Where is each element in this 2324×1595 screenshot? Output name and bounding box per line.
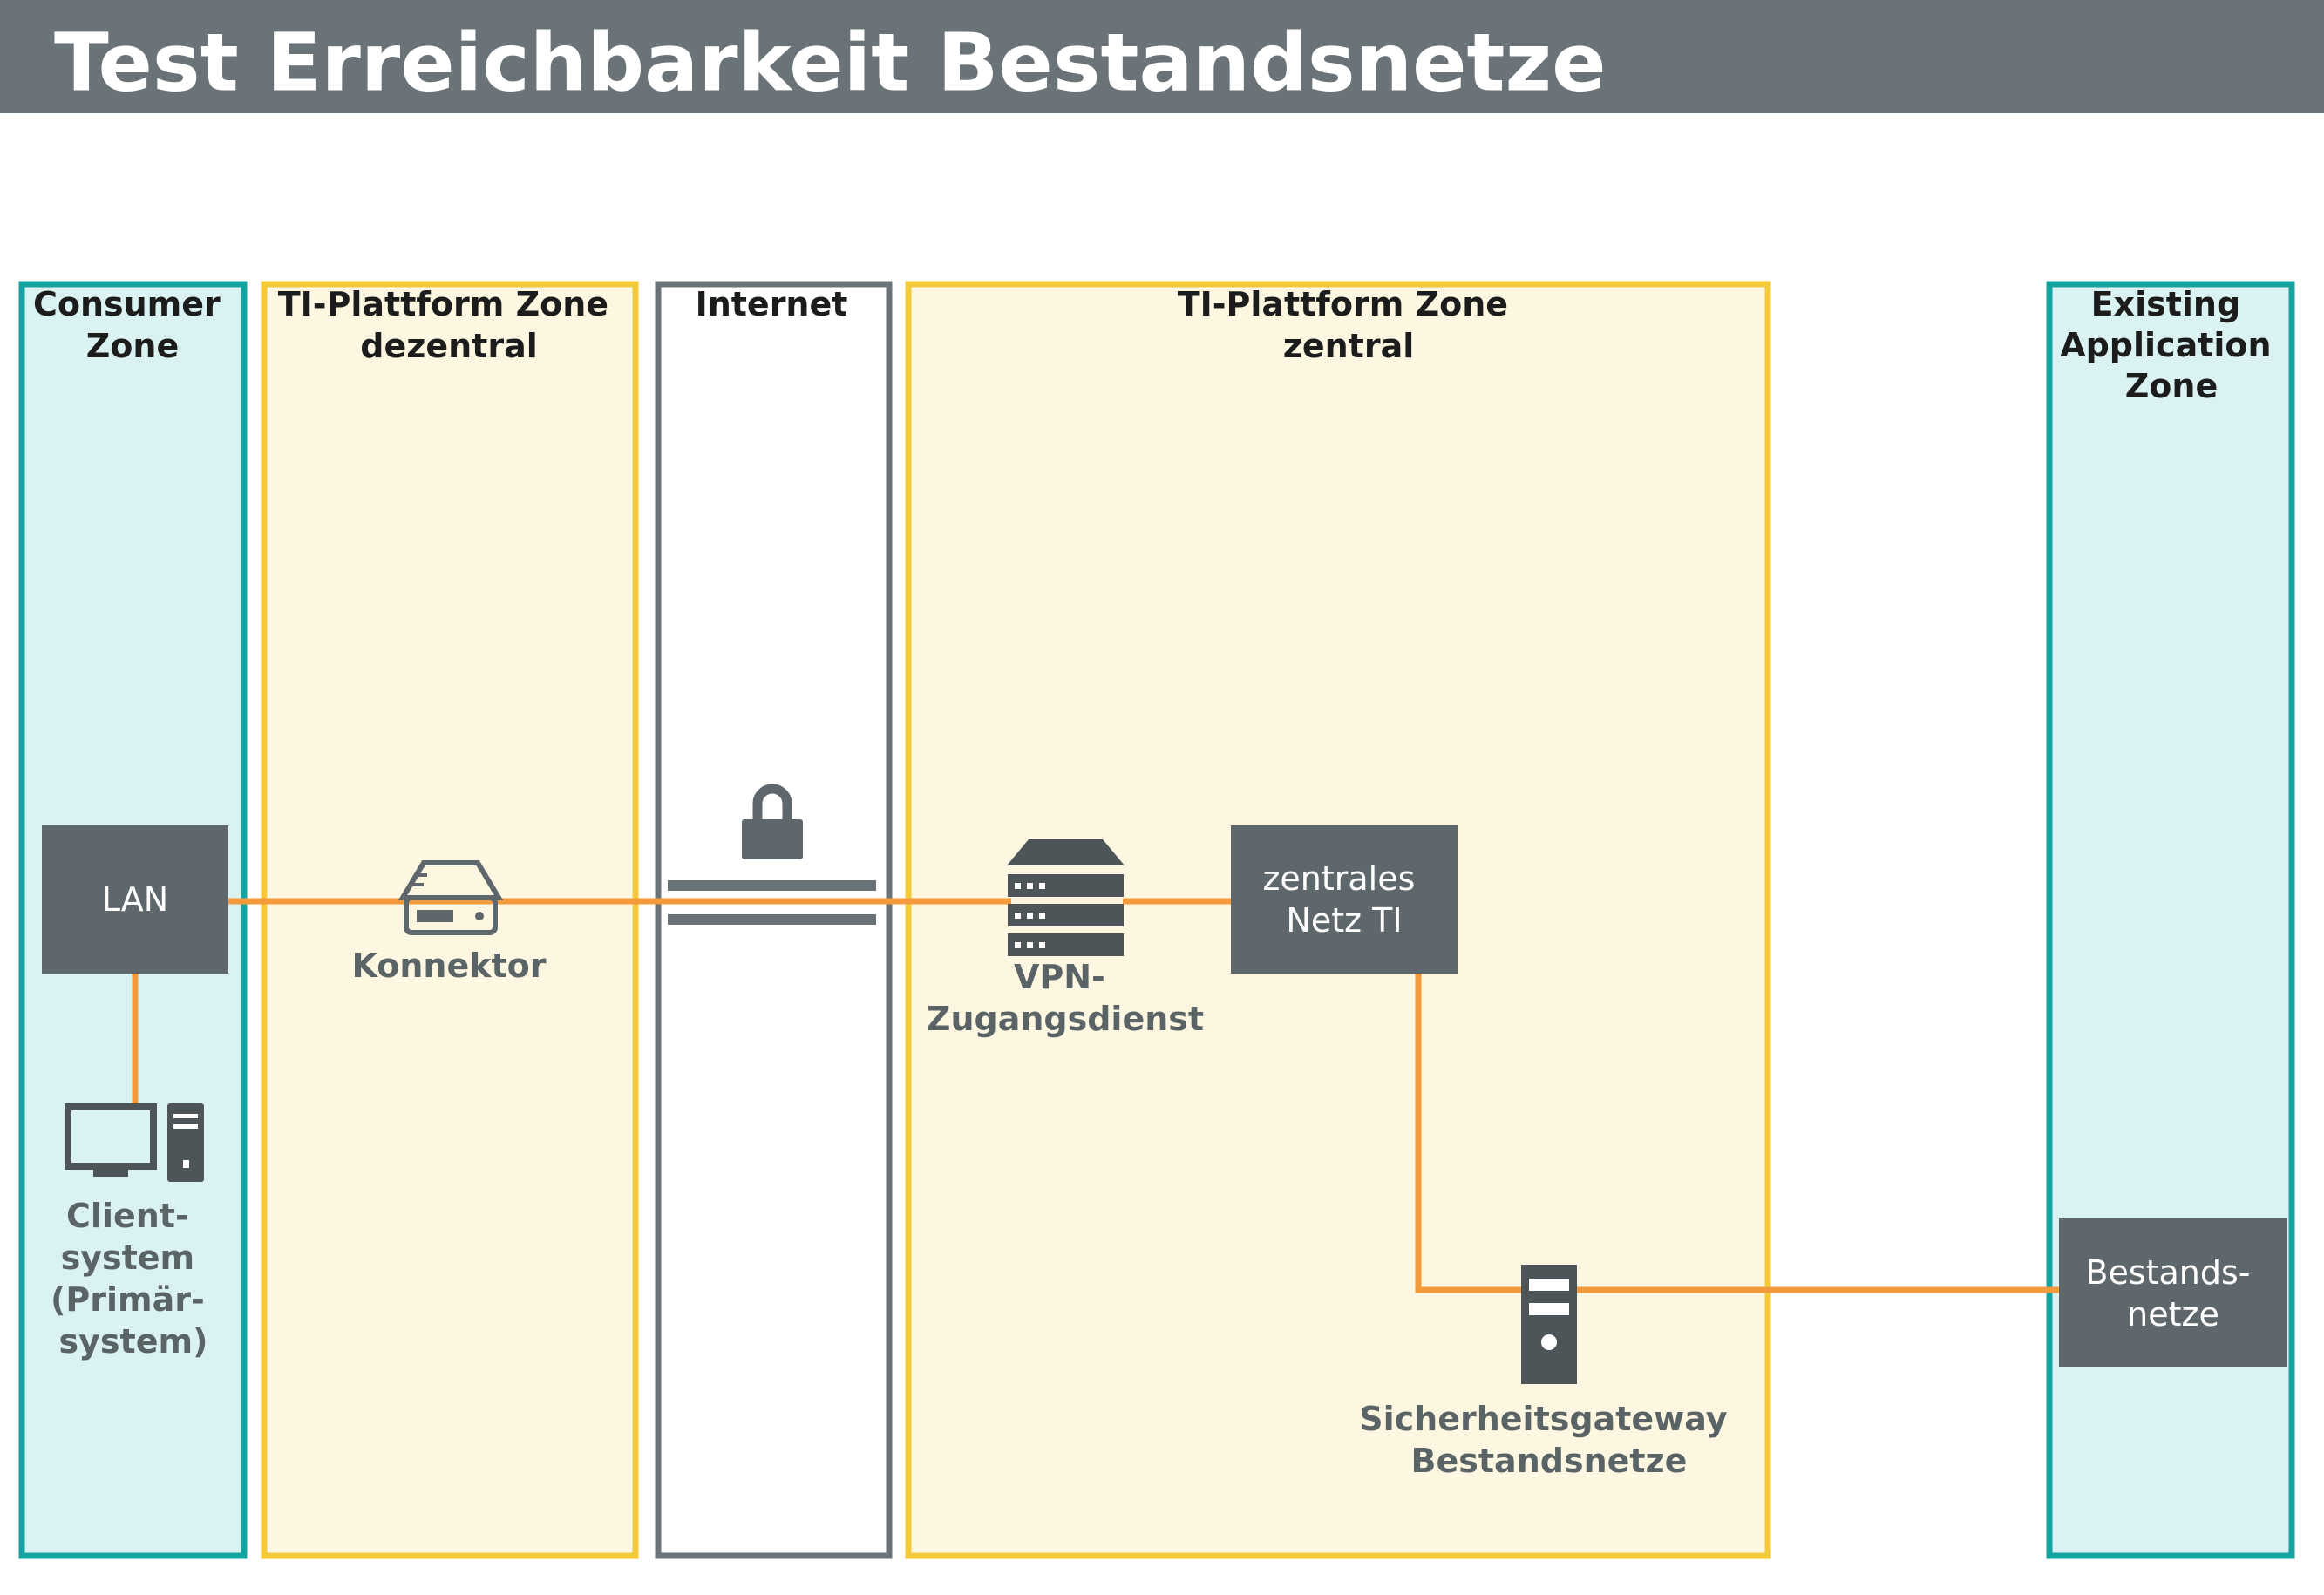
zone-title-ti-zentral: TI-Plattform Zone zentral <box>1178 285 1520 365</box>
zone-title-consumer: Consumer Zone <box>33 285 232 365</box>
node-bestandsnetze <box>2059 1218 2287 1367</box>
label-konnektor: Konnektor <box>351 947 546 985</box>
title-bar <box>0 0 2324 113</box>
router-device-icon <box>398 860 504 935</box>
node-lan-label: LAN <box>102 880 168 919</box>
zone-title-internet: Internet <box>696 285 848 323</box>
zone-title-existing-application: Existing Application Zone <box>2060 285 2283 405</box>
page-title: Test Erreichbarkeit Bestandsnetze <box>54 17 1606 110</box>
tunnel-bar-top <box>668 880 876 891</box>
node-zentrales-netz-ti-label: zentrales Netz TI <box>1262 859 1425 940</box>
node-bestandsnetze-label: Bestands- netze <box>2085 1253 2260 1334</box>
label-vpn-zugangsdienst: VPN- Zugangsdienst <box>927 958 1204 1038</box>
padlock-icon <box>742 784 803 859</box>
node-lan <box>42 825 228 974</box>
connection-lines <box>132 898 2059 1293</box>
zone-title-ti-dezentral: TI-Plattform Zone dezentral <box>278 285 621 365</box>
node-zentrales-netz-ti <box>1231 825 1458 974</box>
label-client-system: Client- system (Primär- system) <box>51 1197 216 1361</box>
desktop-computer-icon <box>65 1103 204 1182</box>
tower-server-icon <box>1521 1265 1577 1384</box>
server-rack-icon <box>1007 839 1125 956</box>
label-sicherheitsgateway: Sicherheitsgateway Bestandsnetze <box>1359 1400 1738 1480</box>
connector-zentrales-netz-to-gateway <box>1415 974 1521 1293</box>
tunnel-bar-bottom <box>668 914 876 925</box>
